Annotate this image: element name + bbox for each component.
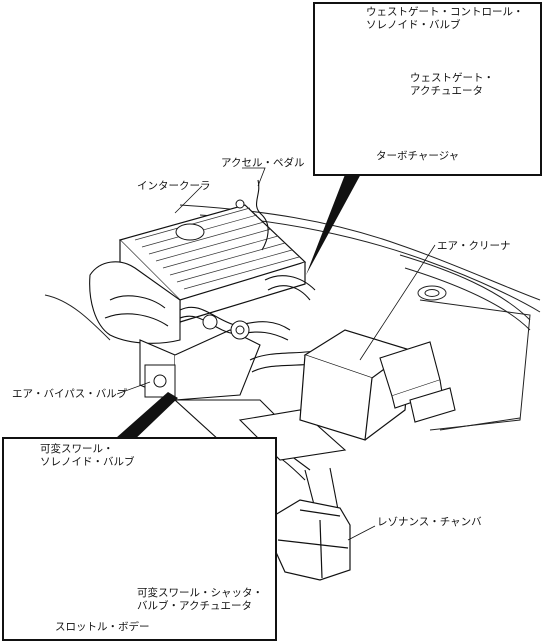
wastegate-actuator-label-line1: ウェストゲート・: [410, 72, 494, 84]
intake-manifold-inset: [2, 437, 277, 641]
wastegate-solenoid-label-line1: ウェストゲート・コントロール・: [366, 6, 524, 18]
swirl-actuator-label-line1: 可変スワール・シャッタ・: [137, 587, 263, 599]
wastegate-solenoid-label-line2: ソレノイド・バルブ: [366, 19, 461, 31]
turbocharger-label: ターボチャージャ: [376, 150, 460, 162]
turbocharger-inset: [313, 2, 542, 176]
resonance-chamber-body: [274, 499, 351, 581]
air-cleaner-label: エア・クリーナ: [437, 240, 511, 252]
swirl-solenoid-label-line2: ソレノイド・バルブ: [40, 456, 135, 468]
accel-pedal-label: アクセル・ペダル: [221, 157, 305, 169]
wastegate-actuator-label-line2: アクチュエータ: [410, 85, 483, 97]
throttle-body-label: スロットル・ボデー: [55, 621, 150, 633]
resonance-chamber-label: レゾナンス・チャンバ: [377, 516, 482, 528]
swirl-actuator-label-line2: バルブ・アクチュエータ: [137, 600, 252, 612]
air-bypass-valve-label: エア・バイパス・バルブ: [12, 388, 128, 400]
swirl-solenoid-label-line1: 可変スワール・: [40, 443, 114, 455]
intercooler-label: インタークーラ: [137, 180, 211, 192]
